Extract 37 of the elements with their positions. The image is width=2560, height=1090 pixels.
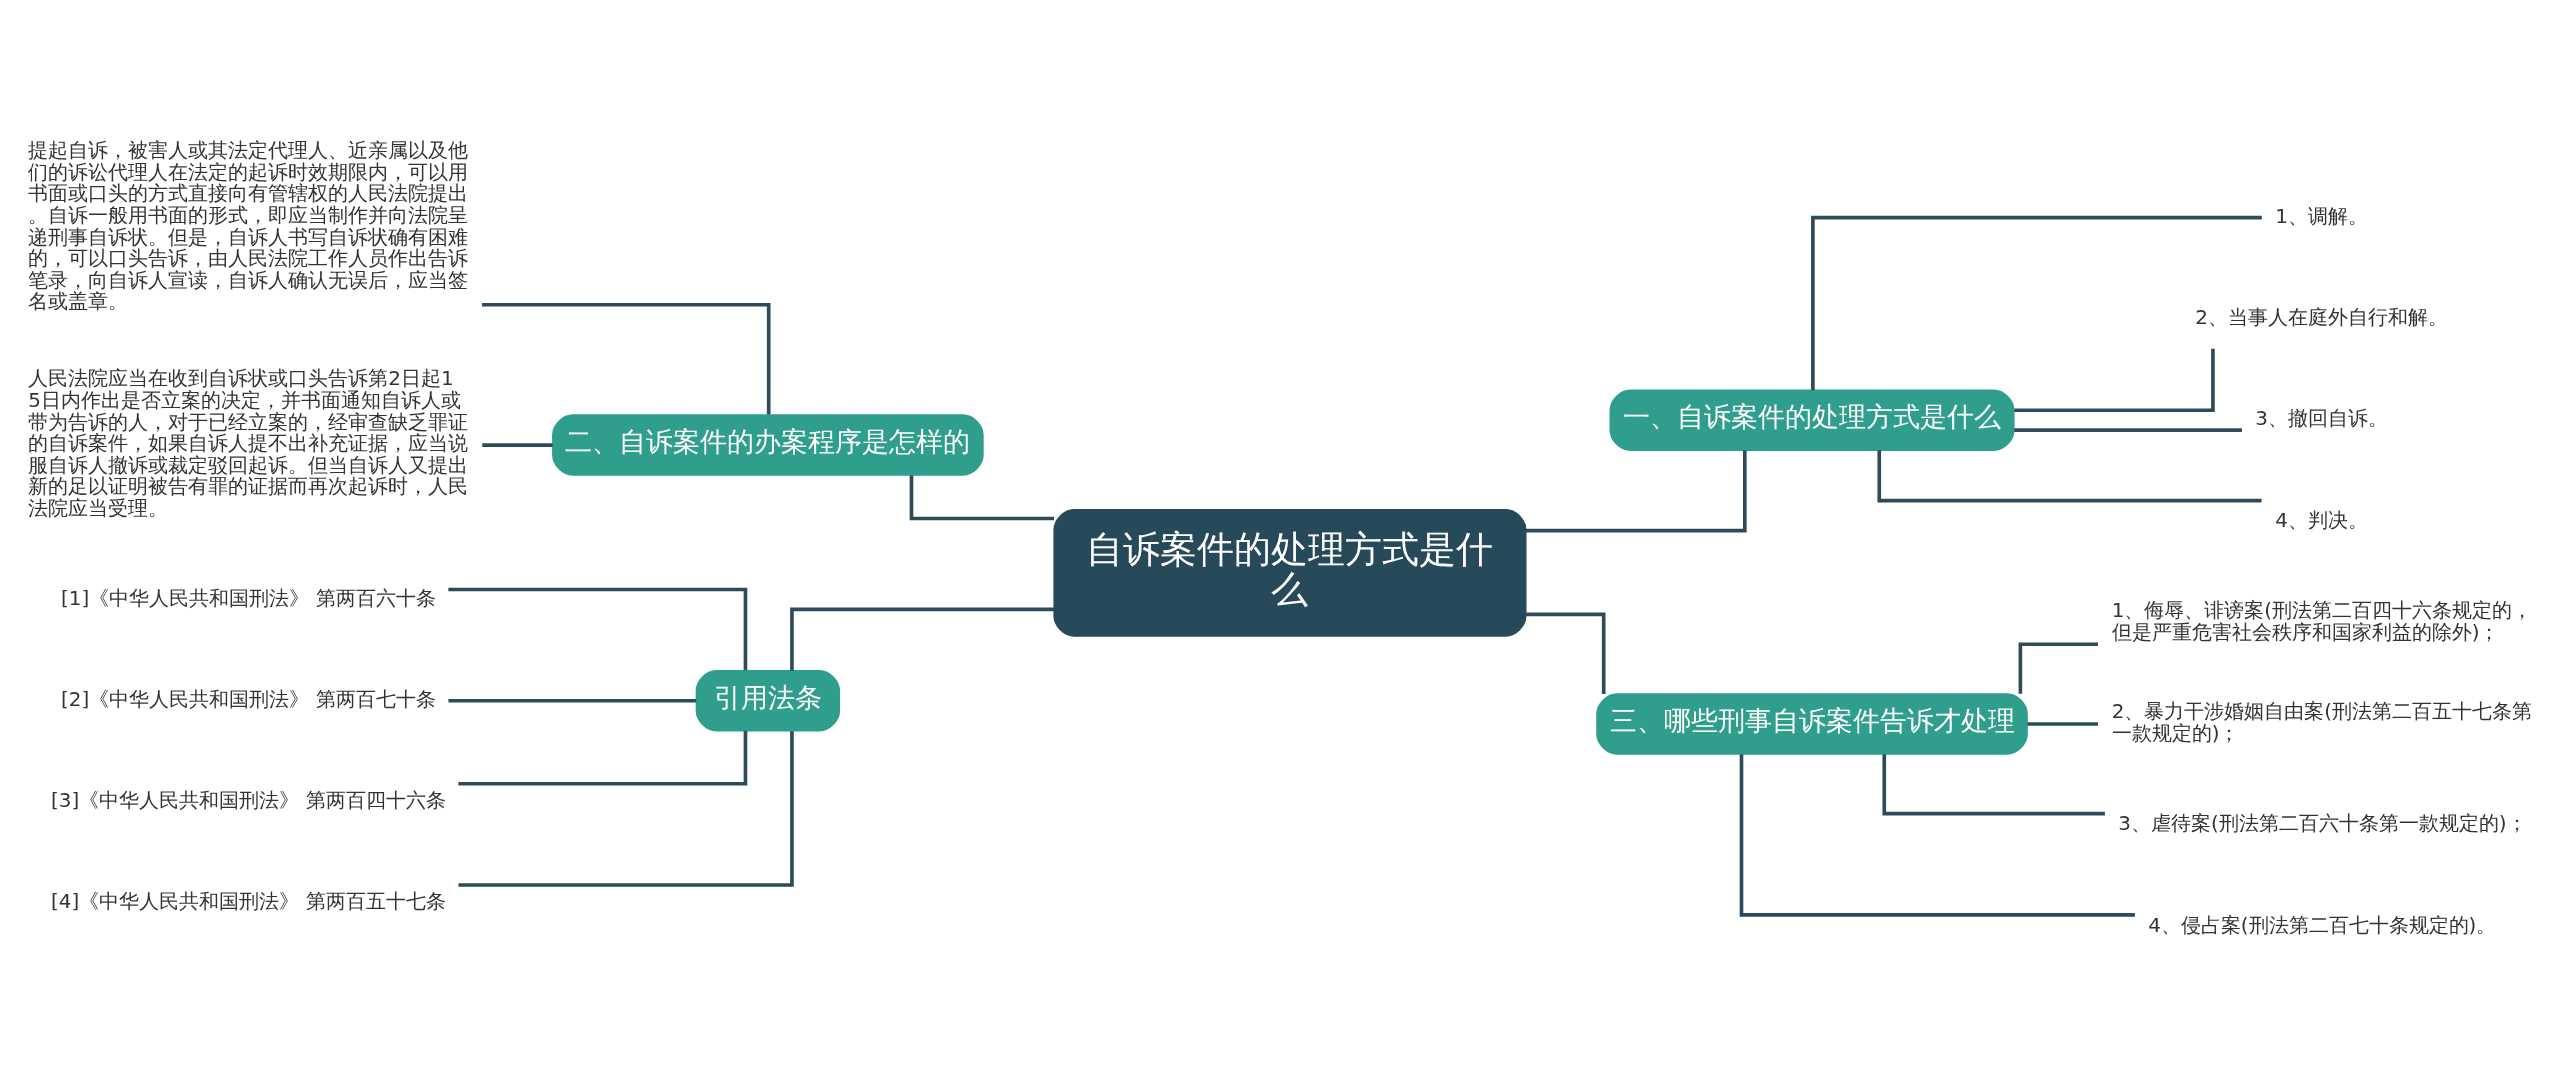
node-box: 自诉案件的处理方式是什么: [1053, 508, 1527, 637]
connector: [1882, 753, 2105, 815]
connector: [448, 587, 748, 670]
connector: [482, 442, 553, 447]
connector: [1739, 753, 2135, 917]
node-text: 1、调解。: [2275, 204, 2369, 228]
connector: [1877, 449, 2262, 502]
connector: [909, 474, 1054, 520]
connector: [481, 302, 771, 415]
connector: [2018, 641, 2098, 694]
node-text: 3、撤回自诉。: [2255, 406, 2389, 430]
node-box: 二、自诉案件的办案程序是怎样的: [552, 413, 984, 476]
node-text: [3]《中华人民共和国刑法》 第两百四十六条: [51, 788, 446, 812]
connector: [458, 730, 794, 887]
connector: [2014, 427, 2242, 432]
node-text: 3、虐待案(刑法第二百六十条第一款规定的)；: [2118, 811, 2527, 835]
node-box: 引用法条: [695, 669, 841, 731]
connector: [458, 730, 748, 786]
node-text: 2、当事人在庭外自行和解。: [2195, 305, 2449, 329]
connector: [2014, 348, 2215, 412]
node-box: 三、哪些刑事自诉案件告诉才处理: [1596, 692, 2028, 755]
node-text: 4、判决。: [2275, 508, 2369, 532]
connector: [2027, 721, 2099, 726]
connector: [1811, 215, 2262, 390]
node-text: 人民法院应当在收到自诉状或口头告诉第2日起15日内作出是否立案的决定，并书面通知自诉人或带为告诉的人，对于已经立案的，经审查缺乏罪证的自诉案件，如果自诉人提不出补充证据，应当说服自诉人撤诉或裁定驳回起诉。但当自诉人又提出新的足以证明被告有罪的证据而再次起诉时，人民法院应当受理。: [28, 366, 469, 520]
node-text: 提起自诉，被害人或其法定代理人、近亲属以及他们的诉讼代理人在法定的起诉时效期限内，可以用书面或口头的方式直接向有管辖权的人民法院提出。自诉一般用书面的形式，即应当制作并向法院呈递刑事自诉状。但是，自诉人书写自诉状确有困难的，可以口头告诉，由人民法院工作人员作出告诉笔录，向自诉人宣读，自诉人确认无误后，应当签名或盖章。: [28, 138, 469, 313]
connector: [448, 698, 697, 703]
node-text: [1]《中华人民共和国刑法》 第两百六十条: [61, 586, 436, 610]
node-text: 4、侵占案(刑法第二百七十条规定的)。: [2148, 913, 2497, 937]
connector: [1526, 612, 1606, 694]
connector: [790, 607, 1055, 671]
node-box: 一、自诉案件的处理方式是什么: [1609, 388, 2015, 451]
connector: [1526, 449, 1747, 532]
node-text: [2]《中华人民共和国刑法》 第两百七十条: [61, 687, 436, 711]
node-text: 2、暴力干涉婚姻自由案(刑法第二百五十七条第一款规定的)；: [2111, 699, 2533, 745]
node-text: 1、侮辱、诽谤案(刑法第二百四十六条规定的，但是严重危害社会秩序和国家利益的除外)；: [2111, 598, 2533, 644]
node-text: [4]《中华人民共和国刑法》 第两百五十七条: [51, 889, 446, 913]
